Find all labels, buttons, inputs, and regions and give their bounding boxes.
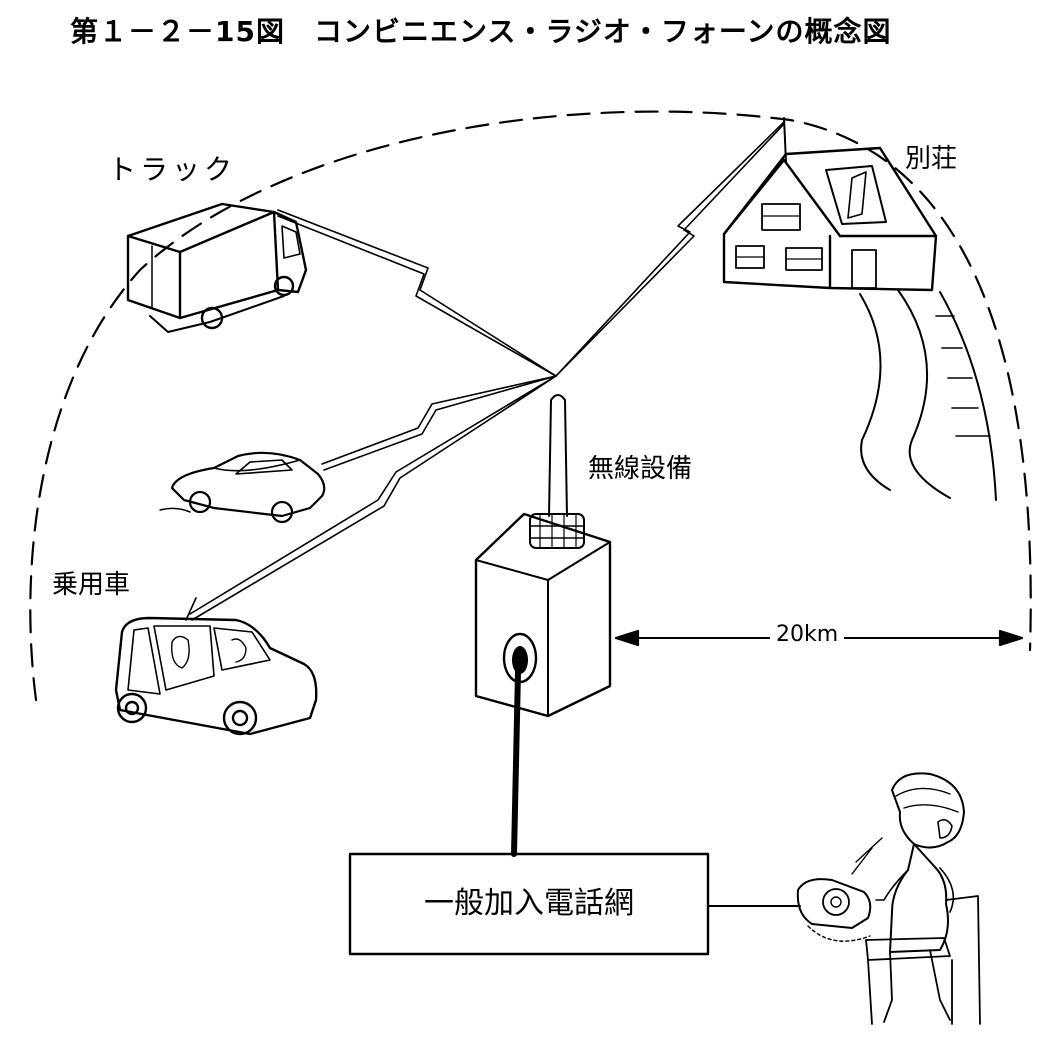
network-box — [348, 852, 710, 956]
sports-car-illustration — [159, 451, 326, 524]
truck-illustration — [126, 202, 308, 333]
telephone-icon — [796, 878, 872, 929]
trunk-cable — [511, 669, 521, 857]
service-area-boundary — [29, 110, 1032, 702]
label-truck: トラック — [108, 153, 237, 186]
radio-links — [189, 121, 785, 621]
label-network: 一般加入電話網 — [424, 886, 634, 921]
label-distance: 20km — [770, 624, 845, 646]
radio-equipment — [474, 394, 612, 718]
label-passenger-car: 乗用車 — [52, 570, 131, 600]
radio-box — [474, 512, 612, 718]
passenger-car-illustration — [114, 597, 318, 736]
antenna-base — [529, 513, 585, 549]
label-radio-equipment: 無線設備 — [588, 454, 693, 484]
label-villa: 別荘 — [905, 144, 958, 174]
person-on-phone-illustration — [796, 772, 981, 1025]
villa-illustration — [722, 117, 997, 501]
figure-title: 第１－２－15図 コンビニエンス・ラジオ・フォーンの概念図 — [70, 15, 892, 48]
antenna-mast — [548, 394, 568, 517]
